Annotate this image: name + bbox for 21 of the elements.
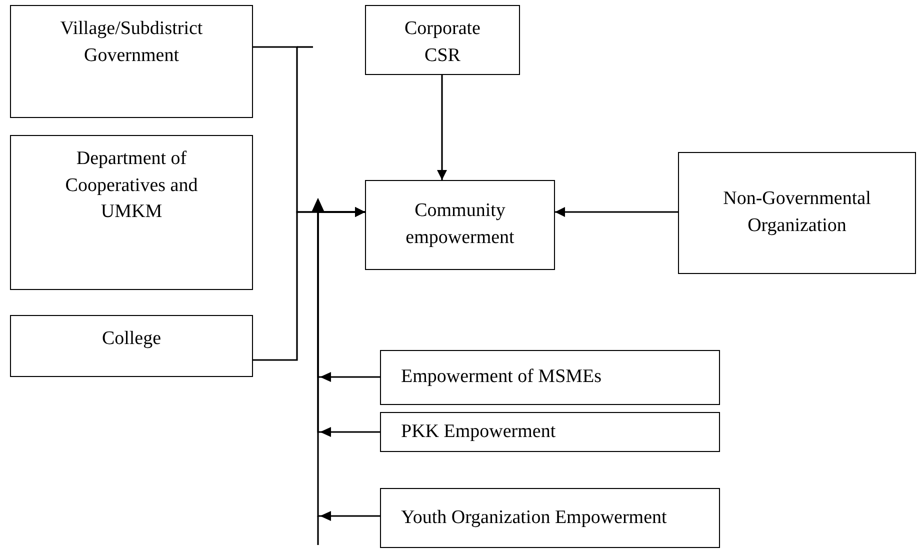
arrow	[437, 75, 447, 180]
box-label: Empowerment of MSMEs	[401, 365, 602, 390]
process-box	[365, 180, 555, 270]
process-box	[678, 152, 916, 274]
process-box	[10, 135, 253, 290]
box-label: Youth Organization Empowerment	[401, 506, 667, 530]
process-box	[10, 315, 253, 377]
process-box	[380, 488, 720, 548]
box-label: Community empowerment	[404, 199, 516, 250]
box-label: Village/Subdistrict Government	[59, 17, 204, 68]
process-box	[365, 5, 520, 75]
arrow	[312, 199, 380, 545]
box-label: Corporate CSR	[404, 17, 482, 68]
box-label: Department of Cooperatives and UMKM	[64, 147, 199, 224]
process-box	[380, 412, 720, 452]
arrow	[555, 207, 678, 217]
process-box	[380, 350, 720, 405]
box-label: PKK Empowerment	[401, 420, 556, 444]
box-label: College	[102, 327, 162, 351]
process-box	[10, 5, 253, 118]
box-label: Non-Governmental Organization	[722, 187, 872, 238]
